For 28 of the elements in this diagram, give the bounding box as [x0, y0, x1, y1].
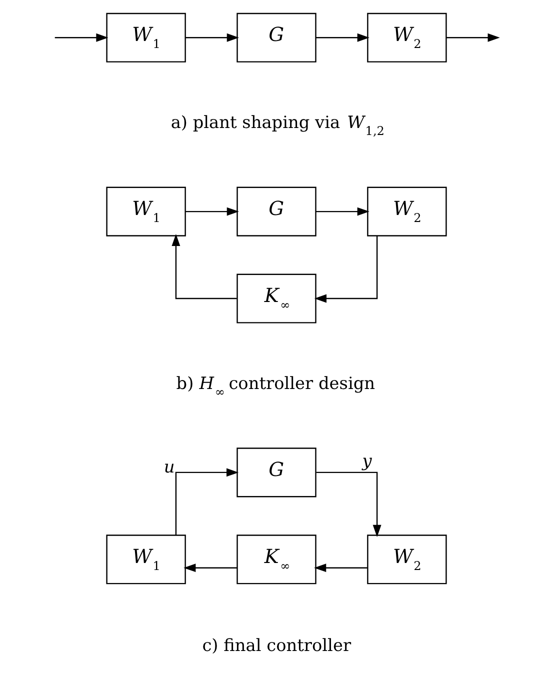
arrow — [186, 33, 239, 42]
node-box: W$_{2}$ — [367, 534, 447, 584]
arrow — [54, 33, 108, 42]
node-box: W$_{1}$ — [106, 12, 186, 62]
node-box: G — [236, 12, 316, 62]
label: c) final controller — [202, 634, 352, 655]
arrow — [172, 234, 237, 300]
label: a) plant shaping via W$_{1,2}$ — [170, 112, 384, 138]
arrow — [316, 472, 382, 537]
edge-label: u — [164, 456, 175, 476]
node-box: K$_{∞}$ — [236, 534, 316, 584]
node-box: G — [236, 186, 316, 236]
node-box: K$_{∞}$ — [236, 274, 316, 324]
arrow — [316, 207, 370, 216]
node-box: G — [236, 448, 316, 498]
arrow — [314, 236, 378, 303]
arrow — [314, 564, 368, 572]
node-box: W$_{2}$ — [367, 186, 447, 236]
node-box: W$_{2}$ — [367, 12, 447, 62]
arrow — [446, 33, 500, 42]
edge-label: y — [362, 450, 372, 471]
node-box: W$_{1}$ — [106, 534, 186, 584]
arrow — [175, 468, 239, 536]
node-box: W$_{1}$ — [106, 186, 186, 236]
label: b) H$_{∞}$ controller design — [176, 372, 376, 399]
arrow — [184, 564, 237, 572]
arrow — [316, 33, 370, 42]
arrow — [186, 207, 239, 216]
